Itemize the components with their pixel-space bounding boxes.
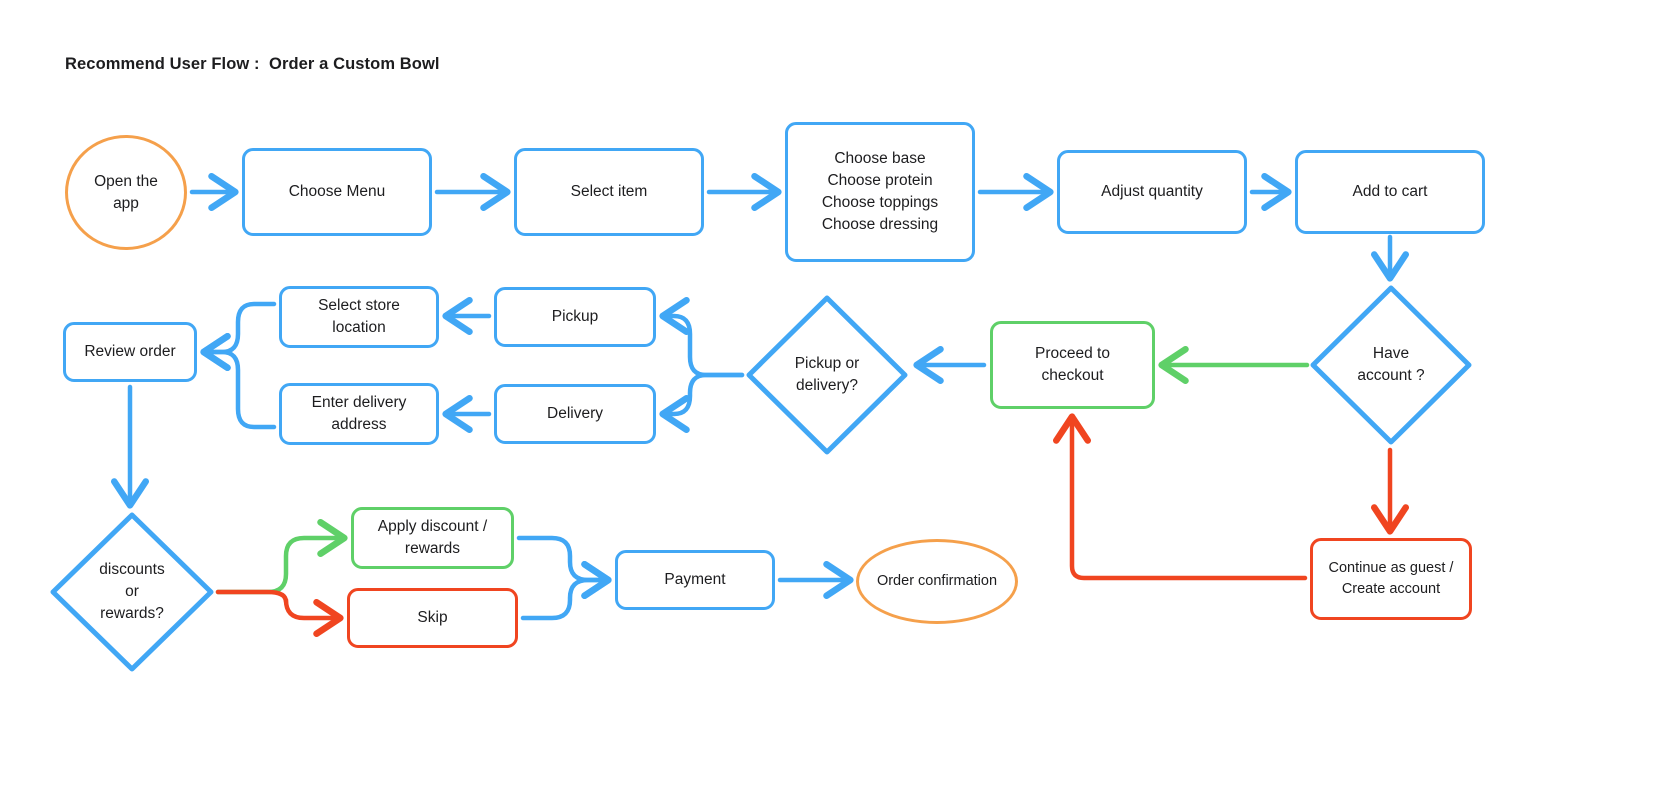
edge-select-store-to-review-order [200,301,277,372]
node-enter-delivery-address[interactable]: Enter delivery address [279,383,439,445]
node-pickup[interactable]: Pickup [494,287,656,347]
node-add-to-cart-label: Add to cart [1352,183,1428,200]
node-choose-options-label: Choose base Choose protein Choose toppin… [821,150,939,233]
node-discounts-or-rewards-label: discounts or rewards? [99,561,165,622]
node-have-account[interactable]: Have account ? [1310,285,1472,445]
node-adjust-quantity-label: Adjust quantity [1101,183,1203,200]
node-pickup-or-delivery[interactable]: Pickup or delivery? [746,295,908,455]
node-pickup-or-delivery-label: Pickup or delivery? [794,355,860,394]
node-delivery[interactable]: Delivery [494,384,656,444]
node-apply-discount-rewards[interactable]: Apply discount / rewards [351,507,514,569]
node-continue-as-guest-label: Continue as guest / Create account [1328,560,1454,597]
page-title: Recommend User Flow : Order a Custom Bow… [65,55,440,73]
edge-pickup-delivery-to-pickup [659,296,745,378]
node-choose-menu-label: Choose Menu [288,183,386,200]
node-choose-menu[interactable]: Choose Menu [242,148,432,236]
diamond-shape [746,295,908,455]
node-payment[interactable]: Payment [615,550,775,610]
edge-apply-discount-to-payment [516,535,612,600]
node-select-store-location-label: Select store location [318,297,400,336]
edge-enter-address-to-review-order [200,332,277,430]
node-open-app[interactable]: Open the app [65,135,187,250]
edge-skip-to-payment [520,560,612,621]
node-select-item[interactable]: Select item [514,148,704,236]
node-order-confirmation[interactable]: Order confirmation [856,539,1018,624]
node-choose-options[interactable]: Choose base Choose protein Choose toppin… [785,122,975,262]
node-enter-delivery-address-label: Enter delivery address [311,394,407,433]
node-select-store-location[interactable]: Select store location [279,286,439,348]
node-order-confirmation-label: Order confirmation [876,573,998,590]
edge-discounts-to-apply-discount [215,518,348,595]
node-have-account-label: Have account ? [1357,345,1425,384]
node-skip[interactable]: Skip [347,588,518,648]
edge-discounts-to-skip [215,589,344,638]
node-proceed-to-checkout[interactable]: Proceed to checkout [990,321,1155,409]
edge-pickup-delivery-to-delivery [659,372,745,434]
node-apply-discount-rewards-label: Apply discount / rewards [377,518,488,557]
node-open-app-label: Open the app [94,172,158,212]
diamond-shape [50,512,214,672]
node-add-to-cart[interactable]: Add to cart [1295,150,1485,234]
node-pickup-label: Pickup [551,308,599,325]
node-continue-as-guest[interactable]: Continue as guest / Create account [1310,538,1472,620]
edge-continue-guest-to-proceed [1052,413,1308,581]
node-review-order-label: Review order [84,343,176,360]
node-review-order[interactable]: Review order [63,322,197,382]
node-payment-label: Payment [664,571,726,588]
node-discounts-or-rewards[interactable]: discounts or rewards? [50,512,214,672]
diamond-shape [1310,285,1472,445]
node-delivery-label: Delivery [547,405,603,422]
node-skip-label: Skip [417,609,448,626]
node-proceed-to-checkout-label: Proceed to checkout [1035,345,1110,384]
node-adjust-quantity[interactable]: Adjust quantity [1057,150,1247,234]
node-select-item-label: Select item [570,183,648,200]
